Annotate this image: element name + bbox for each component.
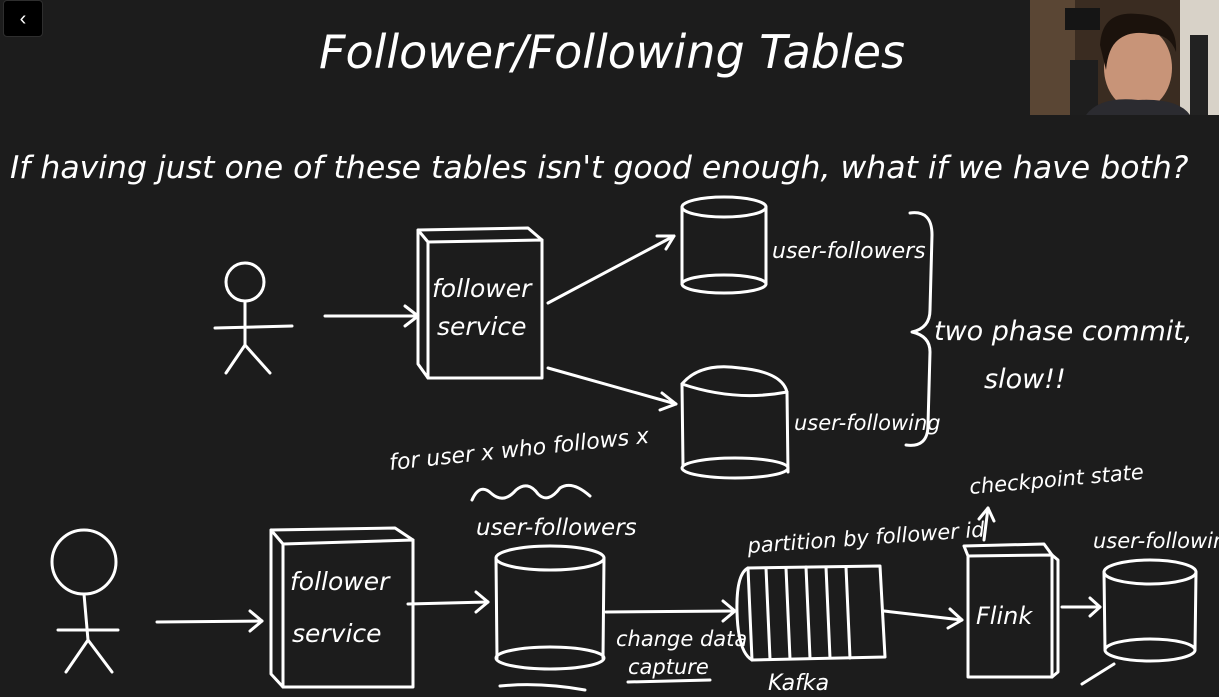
top-arrow-to-followers	[546, 234, 676, 305]
top-db-following-cylinder	[680, 365, 790, 480]
bottom-arrow-flink-to-output	[1060, 596, 1102, 618]
bottom-stick-figure	[50, 528, 120, 674]
bottom-arrow-kafka-to-flink	[882, 607, 964, 630]
cut-off-arrow	[1080, 662, 1116, 686]
bottom-follower-service-box: follower service	[269, 526, 415, 689]
bottom-db-label-scribble	[470, 483, 592, 502]
back-button[interactable]: ‹	[3, 0, 43, 37]
checkpoint-label: checkpoint state	[968, 460, 1144, 499]
brace-note-line1: two phase commit,	[934, 316, 1192, 347]
top-service-label-line1: follower	[432, 274, 533, 303]
top-arrow-to-following	[546, 366, 678, 412]
cdc-underline	[626, 678, 712, 684]
brace-symbol	[904, 211, 934, 447]
top-db-following-label: user-following	[794, 411, 941, 435]
output-db-label: user-following	[1093, 529, 1219, 553]
top-caption: for user x who follows x	[388, 424, 651, 476]
output-db-cylinder	[1102, 558, 1198, 663]
webcam-frame	[1030, 0, 1219, 115]
chevron-left-icon: ‹	[19, 8, 27, 30]
checkpoint-arrow	[977, 506, 996, 542]
cdc-label-line1: change data	[616, 627, 747, 651]
bottom-arrow-service-to-db	[406, 590, 490, 614]
brace-note-line2: slow!!	[984, 364, 1066, 395]
cdc-label-line2: capture	[628, 655, 709, 679]
webcam-video-overlay	[1030, 0, 1219, 115]
bottom-db-label: user-followers	[476, 515, 637, 541]
bottom-db-cylinder	[494, 544, 606, 692]
top-db-followers-label: user-followers	[772, 239, 926, 264]
top-follower-service-box: follower service	[416, 226, 544, 380]
top-arrow-user-to-service	[323, 304, 420, 328]
question-text: If having just one of these tables isn't…	[10, 150, 1189, 186]
bottom-service-label-line1: follower	[290, 567, 391, 596]
flink-box: Flink	[962, 542, 1060, 679]
kafka-label: Kafka	[768, 671, 829, 696]
partition-label: partition by follower id	[746, 517, 986, 558]
bottom-arrow-user-to-service	[155, 609, 264, 633]
bottom-arrow-db-to-kafka	[604, 599, 737, 623]
top-service-label-line2: service	[437, 312, 527, 341]
flink-label: Flink	[976, 602, 1033, 630]
kafka-queue	[735, 564, 887, 662]
top-db-followers-cylinder	[680, 195, 768, 295]
bottom-service-label-line2: service	[292, 619, 382, 648]
top-stick-figure	[213, 261, 294, 375]
slide-title: Follower/Following Tables	[319, 25, 905, 79]
